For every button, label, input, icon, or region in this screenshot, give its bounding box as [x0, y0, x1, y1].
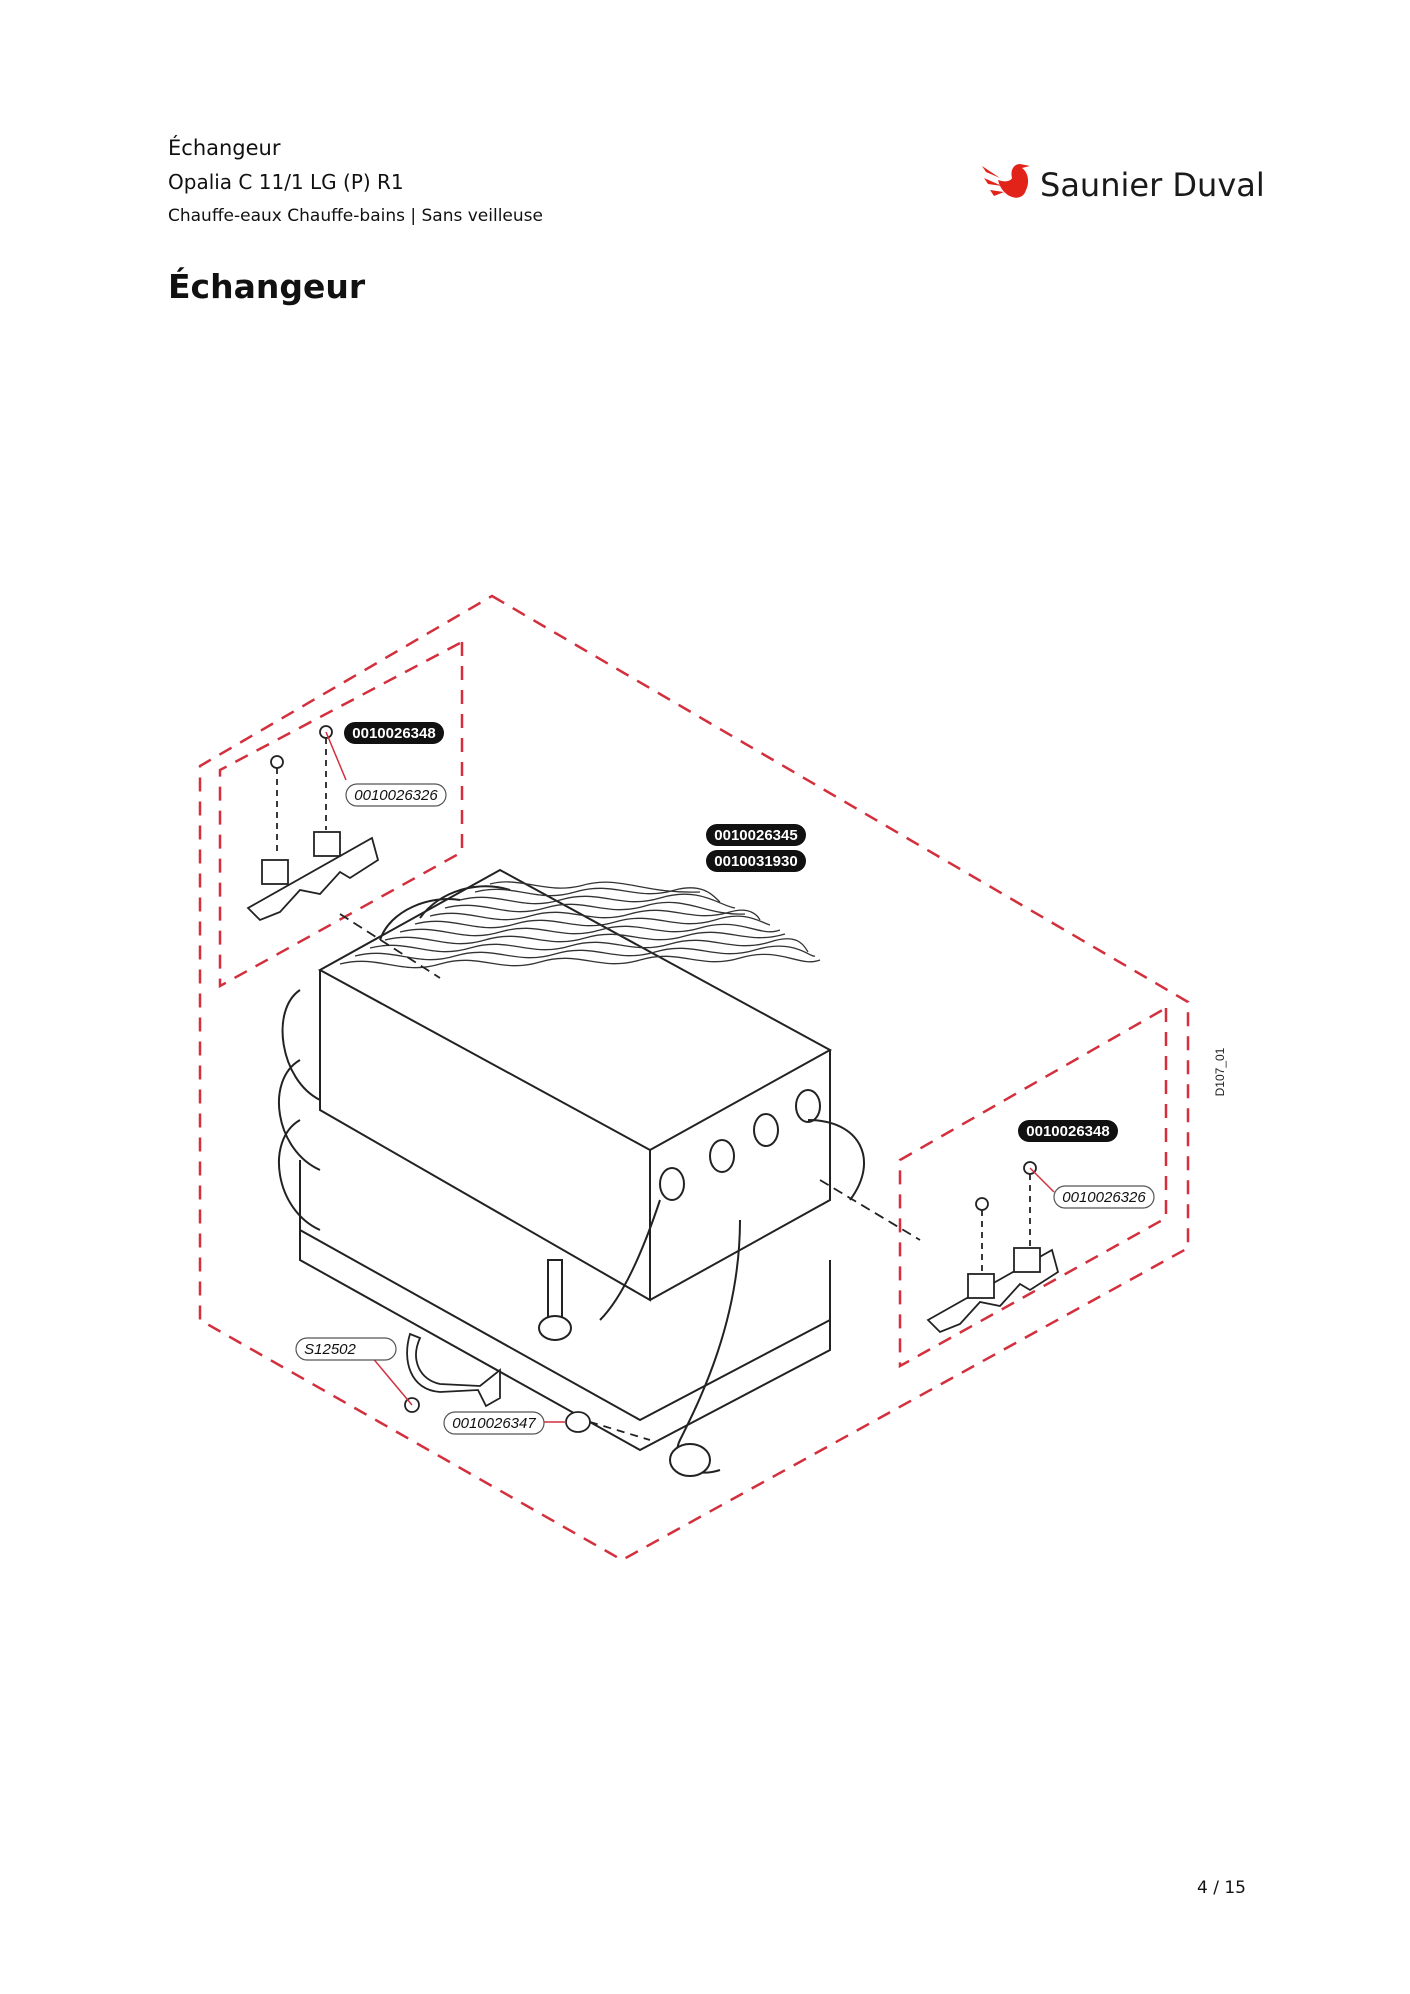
code-label-heat-exchanger-b: 0010031930	[706, 850, 806, 872]
header-product-model: Opalia C 11/1 LG (P) R1	[168, 170, 404, 194]
code-label-seal: 0010026347	[443, 1411, 545, 1435]
header-section-name: Échangeur	[168, 136, 281, 160]
dashed-boundary	[198, 594, 1190, 1562]
code-label-screw-right: 0010026326	[1053, 1185, 1155, 1209]
svg-text:0010026345: 0010026345	[714, 827, 797, 844]
code-label-bracket: S12502	[295, 1337, 397, 1361]
exploded-parts-diagram: 0010026348 0010026326 0010026345 0010031…	[198, 594, 1227, 1562]
heat-exchanger	[278, 868, 833, 1452]
clip-set-right	[819, 1161, 1060, 1334]
page-number: 4 / 15	[1197, 1878, 1246, 1898]
drawing-id: D107_01	[1213, 1047, 1227, 1096]
code-label-clip-set-left: 0010026348	[344, 722, 444, 744]
brand-logo: Saunier Duval	[980, 160, 1265, 210]
pipe-outlets	[538, 1089, 866, 1477]
heat-exchanger-fins	[339, 881, 821, 969]
code-label-screw-left: 0010026326	[345, 783, 447, 807]
code-label-clip-set-right: 0010026348	[1018, 1120, 1118, 1142]
bird-logo-icon	[982, 164, 1030, 198]
brand-name: Saunier Duval	[1040, 166, 1265, 204]
svg-text:0010026326: 0010026326	[1062, 1189, 1146, 1206]
page-title: Échangeur	[168, 267, 366, 306]
svg-text:S12502: S12502	[304, 1341, 356, 1358]
svg-text:0010026348: 0010026348	[352, 725, 435, 742]
code-label-heat-exchanger-a: 0010026345	[706, 824, 806, 846]
svg-text:0010026348: 0010026348	[1026, 1123, 1109, 1140]
clip-set-left	[246, 725, 441, 979]
svg-text:0010026326: 0010026326	[354, 787, 438, 804]
header-category: Chauffe-eaux Chauffe-bains | Sans veille…	[168, 206, 543, 226]
svg-text:0010031930: 0010031930	[714, 853, 797, 870]
svg-text:0010026347: 0010026347	[452, 1415, 536, 1432]
